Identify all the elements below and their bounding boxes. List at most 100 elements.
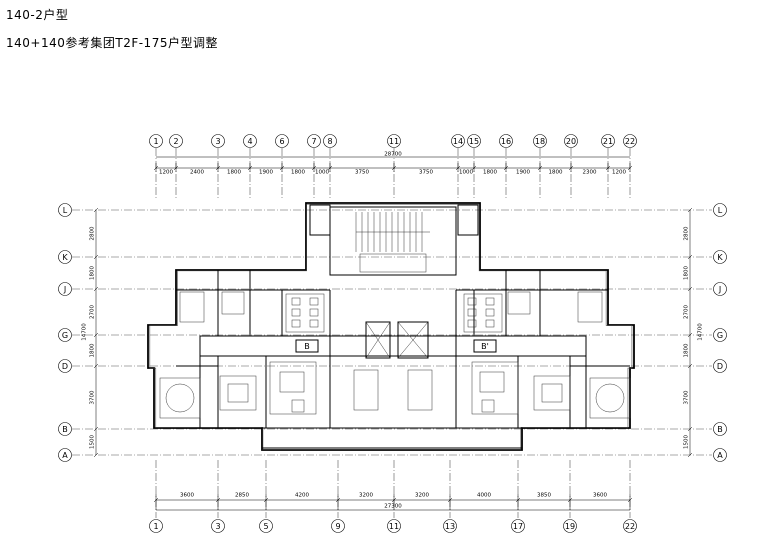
tv-right [481,399,495,413]
axis-label-bottom: 19 [565,522,575,531]
living-room-right [471,361,519,415]
axis-label-top: 22 [625,137,635,146]
plan-title: 140-2户型 [6,8,69,22]
axis-bubble-top [211,134,225,148]
axis-label-left: A [62,451,68,460]
dim-side-seg: 2800 [90,226,96,240]
dim-top-seg: 1000 [315,170,329,176]
dim-top-seg: 3750 [419,170,433,176]
axis-bubble-right [713,422,727,436]
dim-side-seg: 3700 [90,390,96,404]
chair [291,297,301,306]
axis-label-left: D [62,362,68,371]
chair [467,319,477,328]
axis-bubble-top [307,134,321,148]
dim-top-seg: 3750 [355,170,369,176]
dimension-lines [93,156,693,511]
axis-label-bottom: 9 [335,522,340,531]
bedroom2-right [533,375,571,411]
dim-top-seg: 1800 [483,170,497,176]
axis-bubble-bottom [623,519,637,533]
axis-bubble-top [499,134,513,148]
dim-side-seg: 2800 [684,226,690,240]
axis-bubble-top [243,134,257,148]
stair-core [329,206,457,276]
balcony [261,427,523,449]
axis-bubble-right [713,448,727,462]
bedroom-right [589,377,631,419]
dim-tick [93,363,99,369]
axis-label-top: 6 [279,137,284,146]
axis-label-top: 1 [153,137,158,146]
dim-top-seg: 1900 [516,170,530,176]
axis-label-bottom: 17 [513,522,523,531]
axis-bubble-top [601,134,615,148]
axis-label-left: B [62,425,68,434]
dim-side-seg: 1800 [90,343,96,357]
axis-bubble-bottom [443,519,457,533]
axis-bubble-bottom [563,519,577,533]
dim-bottom-seg: 3200 [415,493,429,499]
unit-label-box-right [473,339,497,353]
dim-side-total: 14700 [82,323,88,341]
dim-tick [687,363,693,369]
axis-label-right: G [717,331,723,340]
shaft-right [457,204,479,236]
axis-label-top: 14 [453,137,463,146]
axis-bubble-top [623,134,637,148]
sofa-right [479,371,505,393]
bath-right [577,291,603,323]
axis-label-top: 8 [327,137,332,146]
axis-label-top: 11 [389,137,399,146]
chair [309,297,319,306]
dim-tick [93,332,99,338]
bed-right [595,383,625,413]
dim-top-seg: 1900 [259,170,273,176]
dim-tick [687,286,693,292]
axis-label-left: K [62,253,68,262]
axis-label-bottom: 5 [263,522,268,531]
axis-bubble-bottom [211,519,225,533]
elevator-left [365,321,391,359]
chair [485,308,495,317]
chair [467,308,477,317]
dim-bottom-seg: 3200 [359,493,373,499]
dining-table-left [285,293,325,333]
chair [309,308,319,317]
axis-label-right: B [717,425,723,434]
axis-label-left: G [62,331,68,340]
bed2-right [541,383,563,403]
dim-tick [687,207,693,213]
dim-tick [93,286,99,292]
elevator-right [397,321,429,359]
plan-subtitle: 140+140参考集团T2F-175户型调整 [6,36,218,50]
dim-side-seg: 1800 [90,266,96,280]
axis-bubble-top [451,134,465,148]
dining-table-right [463,293,503,333]
unit-label-box-left [295,339,319,353]
axis-label-top: 4 [247,137,252,146]
chair [309,319,319,328]
axis-label-left: L [63,206,68,215]
axis-label-right: A [717,451,723,460]
axis-bubble-bottom [511,519,525,533]
tv-left [291,399,305,413]
axis-label-bottom: 22 [625,522,635,531]
axis-bubble-top [564,134,578,148]
dim-top-seg: 1000 [459,170,473,176]
sofa-left [279,371,305,393]
unit-label-right: B' [481,342,489,351]
kitchen-left [221,291,245,315]
dim-top-total: 28700 [384,152,402,158]
chair [291,308,301,317]
dim-top-seg: 1200 [159,170,173,176]
dim-tick [93,426,99,432]
building-outline [147,202,635,451]
dim-tick [93,452,99,458]
chair [291,319,301,328]
axis-bubble-left [58,422,72,436]
living-room-left [269,361,317,415]
lobby-table-left [353,369,379,411]
dim-side-total: 14700 [698,323,704,341]
axis-bubble-right [713,359,727,373]
